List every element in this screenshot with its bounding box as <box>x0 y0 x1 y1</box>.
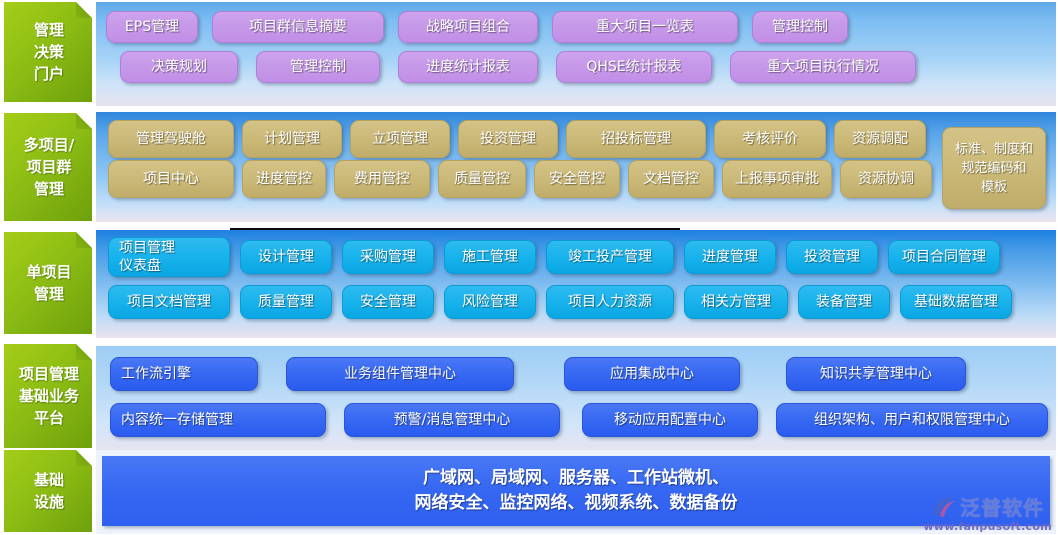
section-tab-platform[interactable]: 项目管理 基础业务 平台 <box>4 344 92 448</box>
nav-button-project-dashboard[interactable]: 项目管理 仪表盘 <box>108 237 230 277</box>
nav-button-plan-management[interactable]: 计划管理 <box>242 119 342 158</box>
section-tab-label: 项目管理 基础业务 平台 <box>18 365 79 427</box>
nav-button-unified-content-storage[interactable]: 内容统一存储管理 <box>110 403 326 437</box>
nav-button-risk-management[interactable]: 风险管理 <box>444 285 536 319</box>
section-panel-multi-project: 管理驾驶舱 计划管理 立项管理 投资管理 招投标管理 考核评价 资源调配 项目中… <box>96 112 1056 222</box>
nav-button-major-project-execution[interactable]: 重大项目执行情况 <box>730 51 916 83</box>
nav-button-org-user-permission-center[interactable]: 组织架构、用户和权限管理中心 <box>776 403 1048 437</box>
nav-button-cost-control[interactable]: 费用管控 <box>334 160 430 198</box>
nav-button-design-management[interactable]: 设计管理 <box>240 240 332 274</box>
nav-button-business-component-center[interactable]: 业务组件管理中心 <box>286 357 514 391</box>
nav-button-equipment-management[interactable]: 装备管理 <box>798 285 890 319</box>
nav-button-mobile-app-config-center[interactable]: 移动应用配置中心 <box>582 403 758 437</box>
corner-fold-icon <box>76 113 92 129</box>
nav-button-resource-allocation[interactable]: 资源调配 <box>834 119 926 158</box>
nav-button-project-initiation[interactable]: 立项管理 <box>350 119 450 158</box>
nav-button-application-integration-center[interactable]: 应用集成中心 <box>564 357 740 391</box>
button-row: 内容统一存储管理 预警/消息管理中心 移动应用配置中心 组织架构、用户和权限管理… <box>96 392 1056 438</box>
nav-button-quality-control[interactable]: 质量管控 <box>438 160 526 198</box>
nav-button-construction-management[interactable]: 施工管理 <box>444 240 536 274</box>
nav-button-assessment-evaluation[interactable]: 考核评价 <box>714 119 826 158</box>
nav-button-progress-control[interactable]: 进度管控 <box>242 160 326 198</box>
nav-button-management-cockpit[interactable]: 管理驾驶舱 <box>108 119 234 158</box>
section-tab-label: 多项目/ 项目群 管理 <box>23 136 75 198</box>
nav-button-document-control[interactable]: 文档管控 <box>628 160 714 198</box>
infrastructure-banner: 广域网、局域网、服务器、工作站微机、 网络安全、监控网络、视频系统、数据备份 <box>102 456 1050 526</box>
corner-fold-icon <box>76 450 92 466</box>
nav-button-project-center[interactable]: 项目中心 <box>108 160 234 198</box>
nav-button-investment-management[interactable]: 投资管理 <box>458 119 558 158</box>
nav-button-progress-management[interactable]: 进度管理 <box>684 240 776 274</box>
button-row: 项目文档管理 质量管理 安全管理 风险管理 项目人力资源 相关方管理 装备管理 … <box>96 276 1056 322</box>
nav-button-alert-message-center[interactable]: 预警/消息管理中心 <box>344 403 560 437</box>
nav-button-procurement-management[interactable]: 采购管理 <box>342 240 434 274</box>
nav-button-strategic-portfolio[interactable]: 战略项目组合 <box>398 11 538 43</box>
section-panel-single-project: 项目管理 仪表盘 设计管理 采购管理 施工管理 竣工投产管理 进度管理 投资管理… <box>96 230 1056 338</box>
nav-button-major-project-list[interactable]: 重大项目一览表 <box>552 11 738 43</box>
corner-fold-icon <box>76 2 92 18</box>
nav-button-progress-statistics-report[interactable]: 进度统计报表 <box>398 51 538 83</box>
section-tab-label: 管理 决策 门户 <box>33 21 64 83</box>
nav-button-quality-management[interactable]: 质量管理 <box>240 285 332 319</box>
nav-button-stakeholder-management[interactable]: 相关方管理 <box>684 285 788 319</box>
nav-button-workflow-engine[interactable]: 工作流引擎 <box>110 357 258 391</box>
nav-button-bidding-management[interactable]: 招投标管理 <box>566 119 706 158</box>
nav-button-investment-management-2[interactable]: 投资管理 <box>786 240 878 274</box>
nav-button-standards-and-templates[interactable]: 标准、制度和 规范编码和 模板 <box>942 127 1046 209</box>
button-row: 项目管理 仪表盘 设计管理 采购管理 施工管理 竣工投产管理 进度管理 投资管理… <box>96 230 1056 277</box>
button-row: 项目中心 进度管控 费用管控 质量管控 安全管控 文档管控 上报事项审批 资源协… <box>96 156 1056 200</box>
section-panel-platform: 工作流引擎 业务组件管理中心 应用集成中心 知识共享管理中心 内容统一存储管理 … <box>96 346 1056 458</box>
nav-button-knowledge-sharing-center[interactable]: 知识共享管理中心 <box>786 357 966 391</box>
nav-button-resource-coordination[interactable]: 资源协调 <box>840 160 932 198</box>
section-tab-multi-project[interactable]: 多项目/ 项目群 管理 <box>4 113 92 221</box>
nav-button-program-info-summary[interactable]: 项目群信息摘要 <box>212 11 384 43</box>
section-panel-decision-portal: EPS管理 项目群信息摘要 战略项目组合 重大项目一览表 管理控制 决策规划 管… <box>96 2 1056 106</box>
button-row: 管理驾驶舱 计划管理 立项管理 投资管理 招投标管理 考核评价 资源调配 <box>96 112 1056 158</box>
nav-button-management-control-2[interactable]: 管理控制 <box>256 51 380 83</box>
button-row: EPS管理 项目群信息摘要 战略项目组合 重大项目一览表 管理控制 <box>96 2 1056 44</box>
button-row: 工作流引擎 业务组件管理中心 应用集成中心 知识共享管理中心 <box>96 346 1056 392</box>
nav-button-qhse-statistics-report[interactable]: QHSE统计报表 <box>556 51 712 83</box>
nav-button-completion-production-management[interactable]: 竣工投产管理 <box>546 240 674 274</box>
nav-button-basic-data-management[interactable]: 基础数据管理 <box>900 285 1012 319</box>
section-tab-label: 基础 设施 <box>33 471 64 511</box>
nav-button-project-contract-management[interactable]: 项目合同管理 <box>888 240 1000 274</box>
nav-button-decision-planning[interactable]: 决策规划 <box>120 51 238 83</box>
nav-button-eps-management[interactable]: EPS管理 <box>106 11 198 43</box>
nav-button-management-control[interactable]: 管理控制 <box>752 11 848 43</box>
section-tab-infrastructure[interactable]: 基础 设施 <box>4 450 92 532</box>
nav-button-project-human-resources[interactable]: 项目人力资源 <box>546 285 674 319</box>
section-tab-single-project[interactable]: 单项目 管理 <box>4 232 92 334</box>
button-row: 决策规划 管理控制 进度统计报表 QHSE统计报表 重大项目执行情况 <box>96 44 1056 86</box>
corner-fold-icon <box>76 344 92 360</box>
nav-button-report-item-approval[interactable]: 上报事项审批 <box>722 160 832 198</box>
section-tab-label: 单项目 管理 <box>26 263 72 303</box>
nav-button-project-document-management[interactable]: 项目文档管理 <box>108 285 230 319</box>
nav-button-safety-management[interactable]: 安全管理 <box>342 285 434 319</box>
corner-fold-icon <box>76 232 92 248</box>
section-divider <box>230 228 680 231</box>
section-tab-decision-portal[interactable]: 管理 决策 门户 <box>4 2 92 102</box>
nav-button-safety-control[interactable]: 安全管控 <box>534 160 620 198</box>
